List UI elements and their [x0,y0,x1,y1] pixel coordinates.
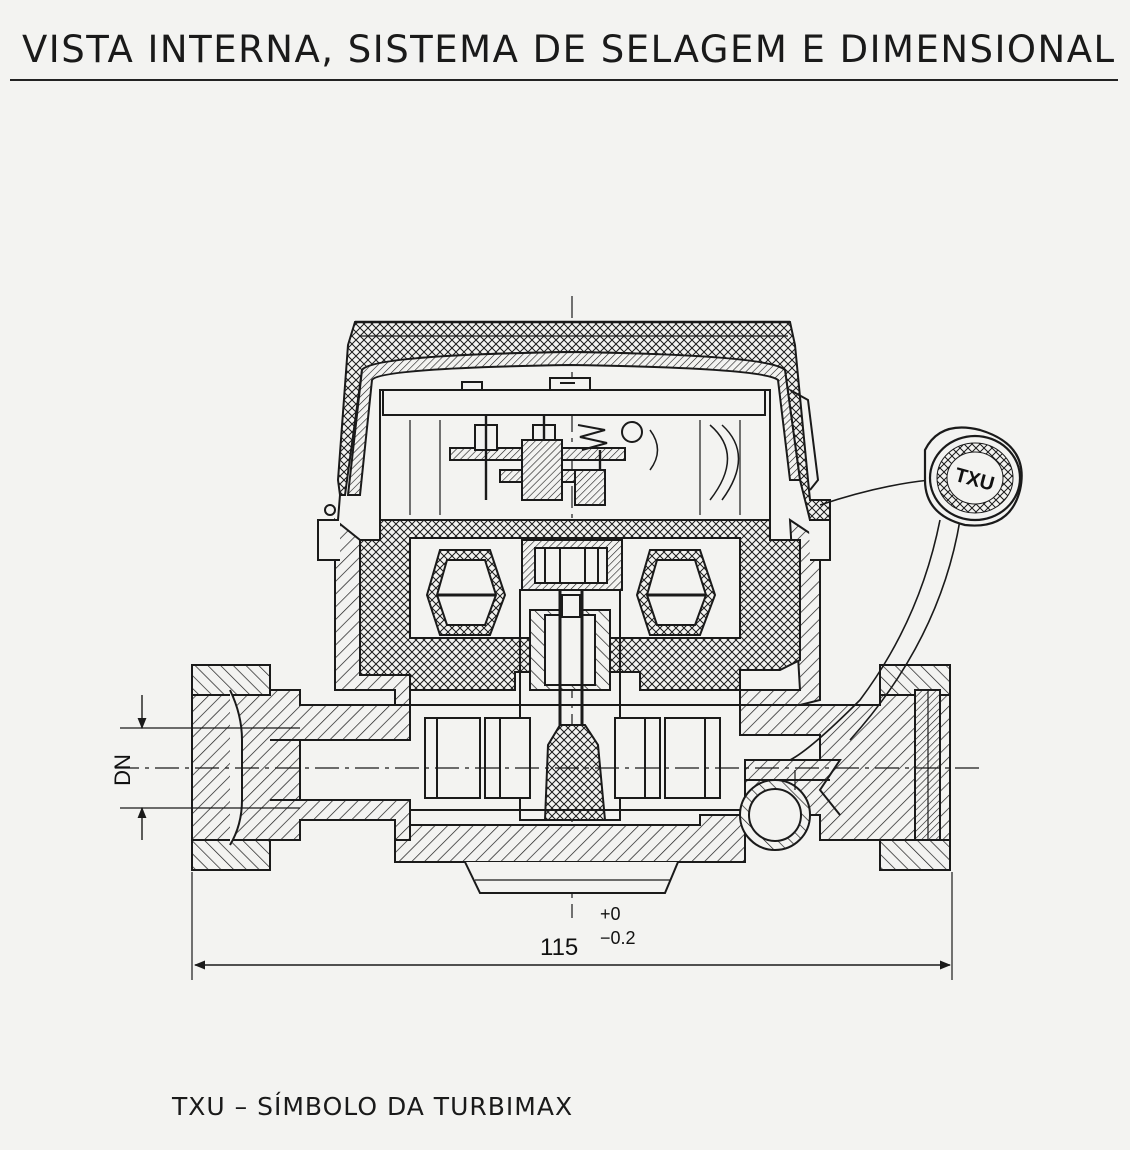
caption: TXU – SÍMBOLO DA TURBIMAX [172,1092,574,1121]
length-dimension [191,872,953,980]
dn-label: DN [110,754,135,786]
register-gearing [379,389,771,521]
turbine-assembly [410,589,740,821]
length-value: 115 [540,934,578,961]
lower-body [394,814,746,894]
dial-plate [382,389,766,416]
dn-dimension [120,695,300,840]
seal-assembly [789,426,1023,761]
page-title: VISTA INTERNA, SISTEMA DE SELAGEM E DIME… [22,28,1116,71]
check-valve [739,759,842,851]
inlet-body [191,664,411,871]
meter-lid [336,320,831,521]
tolerance-plus: +0 [600,904,621,924]
tolerance-minus: −0.2 [600,928,636,948]
title-rule [10,79,1118,81]
